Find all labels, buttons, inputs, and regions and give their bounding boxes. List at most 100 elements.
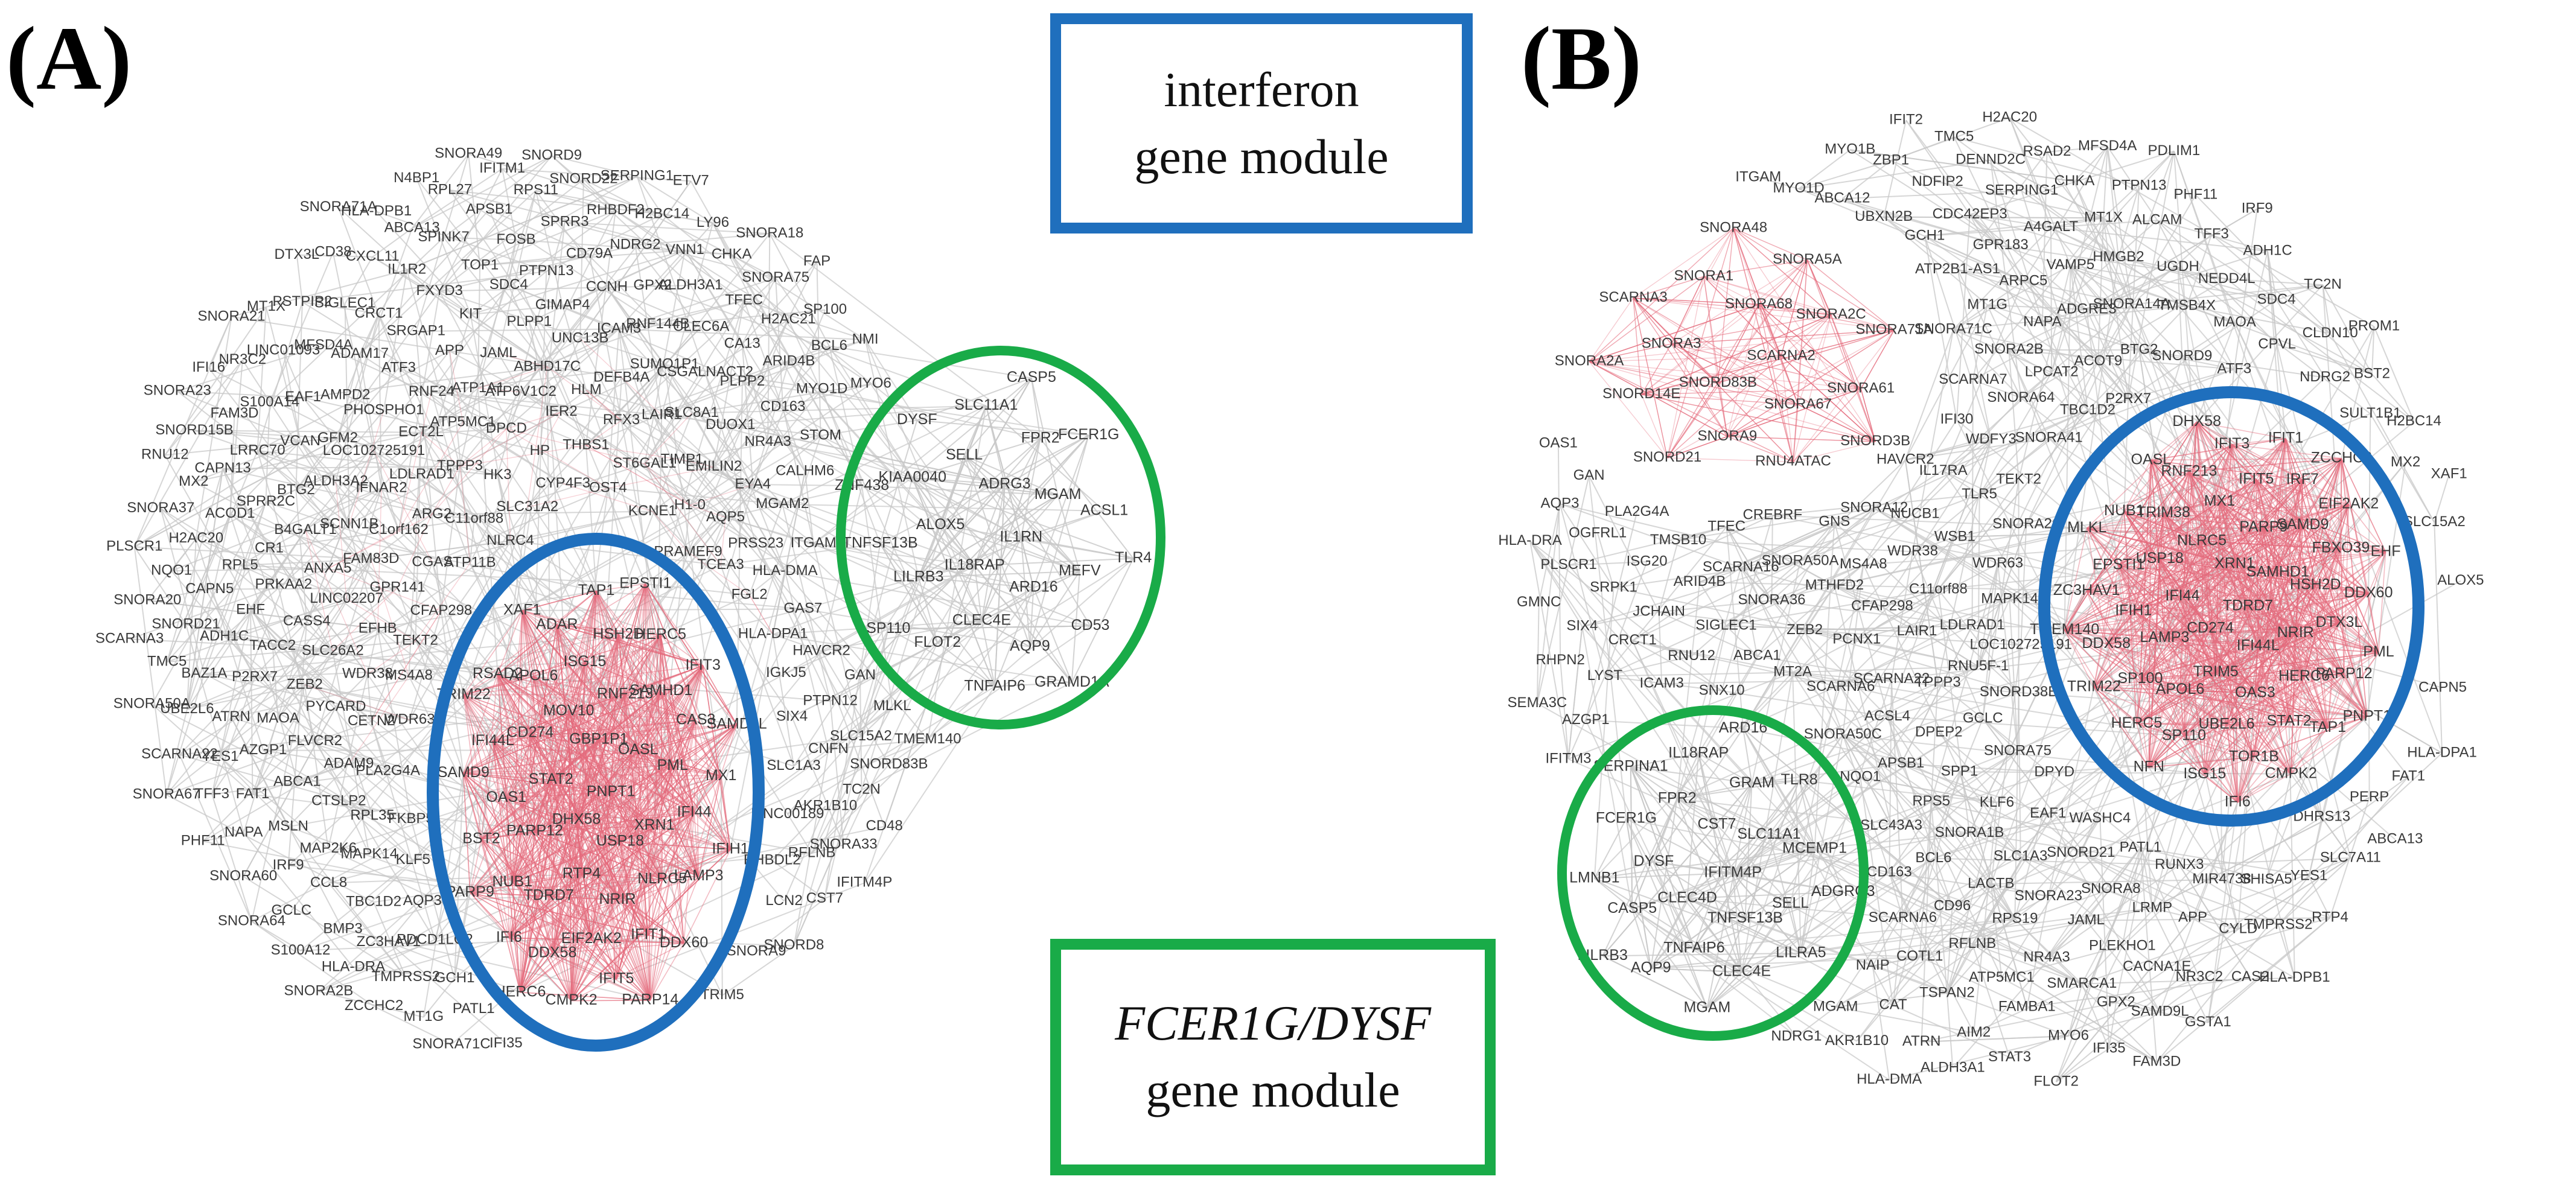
gene-node: FAM3D (210, 405, 258, 421)
network-edge (387, 901, 423, 943)
network-edge (266, 501, 662, 636)
gene-node: NAPA (2023, 313, 2062, 329)
network-edge (1772, 494, 1980, 516)
gene-node: ISG15 (564, 653, 607, 670)
gene-node: HLA-DMA (753, 562, 818, 579)
gene-node: TNFAIP6 (1663, 939, 1724, 956)
gene-node: NDRG2 (610, 237, 660, 253)
gene-node: ADAR (536, 615, 578, 632)
network-edge (689, 345, 830, 506)
gene-node: PTPN13 (2112, 177, 2167, 193)
gene-node: CHKA (2055, 173, 2095, 189)
network-edge (497, 392, 521, 476)
network-edge (2157, 220, 2331, 334)
gene-node: ZBP1 (1873, 151, 1909, 168)
network-edge (376, 211, 547, 272)
network-edge (864, 339, 919, 578)
gene-node: TSPAN2 (1919, 984, 1975, 1000)
network-edge (1973, 983, 2082, 1034)
network-edge (2047, 548, 2342, 815)
network-edges (129, 117, 2461, 1082)
network-edge (1972, 266, 2178, 381)
network-edge (2103, 146, 2108, 218)
network-edge (171, 568, 328, 572)
gene-node: ATP5MC1 (1969, 969, 2035, 985)
gene-node: RTP4 (2312, 909, 2348, 926)
network-edge (474, 463, 645, 520)
network-edge (434, 694, 626, 941)
gene-node: CPVL (2258, 336, 2296, 352)
gene-node: RUNX3 (2155, 856, 2204, 872)
gene-node: ARPC5 (1999, 273, 2047, 289)
network-edge (1792, 672, 1861, 778)
gene-node: SNORA5A (1773, 251, 1842, 267)
gene-node: SNORA60 (209, 868, 277, 884)
gene-node: AZGP1 (1562, 711, 1610, 728)
gene-node: BMP3 (323, 921, 362, 937)
gene-node: SNORA71C (412, 1035, 490, 1052)
network-edge (1798, 160, 1892, 189)
network-edge (2186, 234, 2213, 307)
gene-node: LAMP3 (674, 867, 724, 884)
network-edge (1726, 625, 1918, 632)
network-edge (134, 437, 339, 548)
gene-node: IL18RAP (945, 556, 1005, 573)
network-edge (349, 353, 499, 525)
network-edge (2207, 646, 2259, 1023)
gene-node: NR4A3 (745, 433, 791, 450)
network-edge (1529, 541, 1753, 784)
network-edge (1904, 460, 1939, 683)
network-edge (2087, 305, 2187, 310)
network-edge (160, 508, 333, 652)
network-edge (793, 629, 889, 946)
network-edge (229, 513, 416, 642)
network-edge (713, 261, 818, 468)
network-edge (2070, 265, 2202, 542)
gene-node: DENND2C (1956, 151, 2026, 168)
gene-node: SNORA1 (1674, 268, 1734, 284)
network-edge (416, 177, 530, 323)
gene-node: IFITM3 (1546, 750, 1592, 766)
network-edge (450, 189, 663, 215)
network-edge (829, 345, 1032, 379)
network-edge (1742, 507, 1875, 729)
gene-node: CASS4 (283, 613, 331, 629)
gene-node: ACSL1 (1080, 502, 1128, 519)
network-edge (644, 463, 721, 566)
network-edge (1004, 484, 1091, 626)
network-edge (1924, 235, 2233, 445)
gene-node: SLC31A2 (496, 498, 558, 515)
network-edge (937, 642, 995, 687)
network-edge (2227, 278, 2323, 286)
gene-node: SEMA3C (1508, 694, 1567, 711)
gene-node: CASP5 (1607, 900, 1657, 917)
network-edge (1676, 582, 1700, 799)
gene-node: CMPK2 (2265, 764, 2317, 781)
network-edge (2082, 929, 2239, 985)
gene-node: JAML (480, 345, 517, 361)
network-edge (304, 684, 599, 741)
network-edge (470, 314, 523, 611)
gene-node: PLPP2 (720, 373, 765, 389)
gene-node: SNORA1B (1935, 824, 2004, 840)
network-edge (450, 189, 686, 251)
gene-node: WDR38 (1887, 543, 1938, 559)
gene-node: ATF3 (2217, 360, 2251, 376)
gene-node: SNORA21 (197, 308, 265, 324)
gene-node: SNORA23 (144, 383, 211, 399)
network-edge (288, 779, 552, 866)
gene-node: CGAS (412, 553, 453, 570)
gene-node: CD96 (1934, 898, 1971, 914)
gene-node: SNORD9 (2152, 348, 2212, 364)
network-edge (432, 513, 474, 520)
network-edge (1882, 589, 1939, 608)
gene-node: ARID4B (763, 353, 815, 369)
network-edge (1857, 527, 2264, 640)
network-edge (2106, 146, 2119, 258)
network-edge (318, 739, 599, 992)
network-edge (372, 256, 471, 315)
network-edge (660, 635, 695, 813)
network-edge (927, 405, 987, 740)
gene-node: HERC5 (2111, 714, 2163, 731)
gene-node: RPL5 (222, 556, 258, 573)
